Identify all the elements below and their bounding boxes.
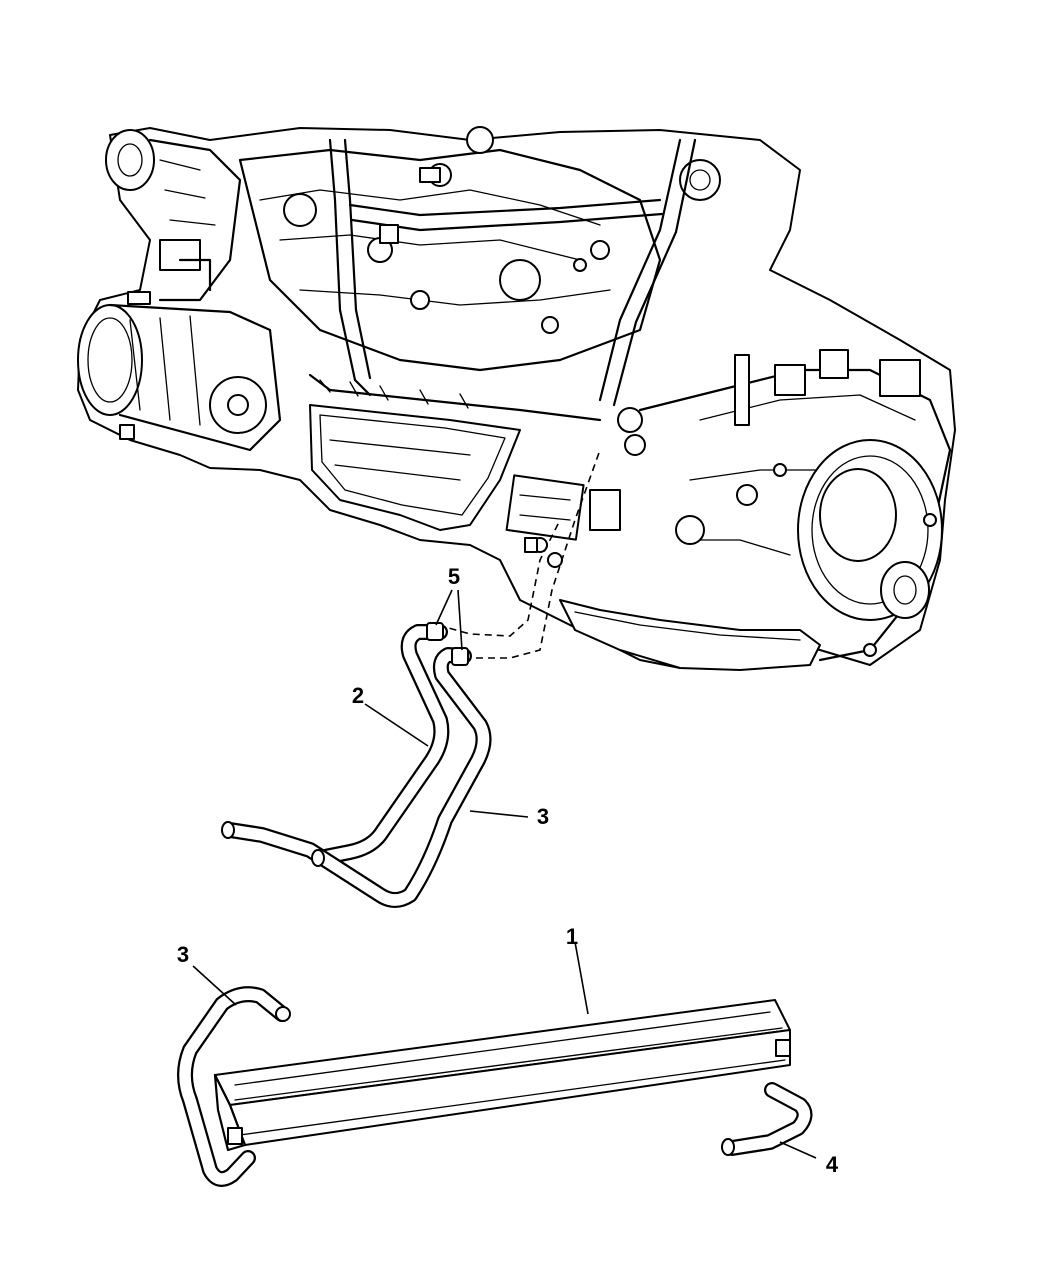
- cooler-hose-4: [721, 1082, 813, 1156]
- cooler-hose-3-lower: [177, 986, 291, 1187]
- transaxle: [638, 349, 952, 662]
- hose-clamps: [426, 622, 469, 666]
- cooler-line-fittings: [505, 407, 646, 568]
- engine-transaxle-assembly: [77, 126, 956, 671]
- accessory-pulley: [105, 129, 242, 302]
- oil-pan: [308, 373, 602, 531]
- callout-3-top: 3: [537, 804, 549, 829]
- callout-1: 1: [566, 924, 578, 949]
- callout-4: 4: [826, 1152, 839, 1177]
- engine-block: [238, 126, 721, 407]
- alignment-lines: [437, 449, 601, 659]
- transaxle-pan: [559, 599, 821, 671]
- callout-3-bottom: 3: [177, 942, 189, 967]
- cooler-hose-2: [312, 624, 450, 866]
- callout-2: 2: [352, 683, 364, 708]
- callout-leaders: [192, 589, 817, 1159]
- cooler-hose-3-upper: [221, 647, 492, 908]
- ac-compressor: [77, 291, 282, 452]
- callout-5: 5: [448, 564, 460, 589]
- oil-cooler: [213, 999, 791, 1152]
